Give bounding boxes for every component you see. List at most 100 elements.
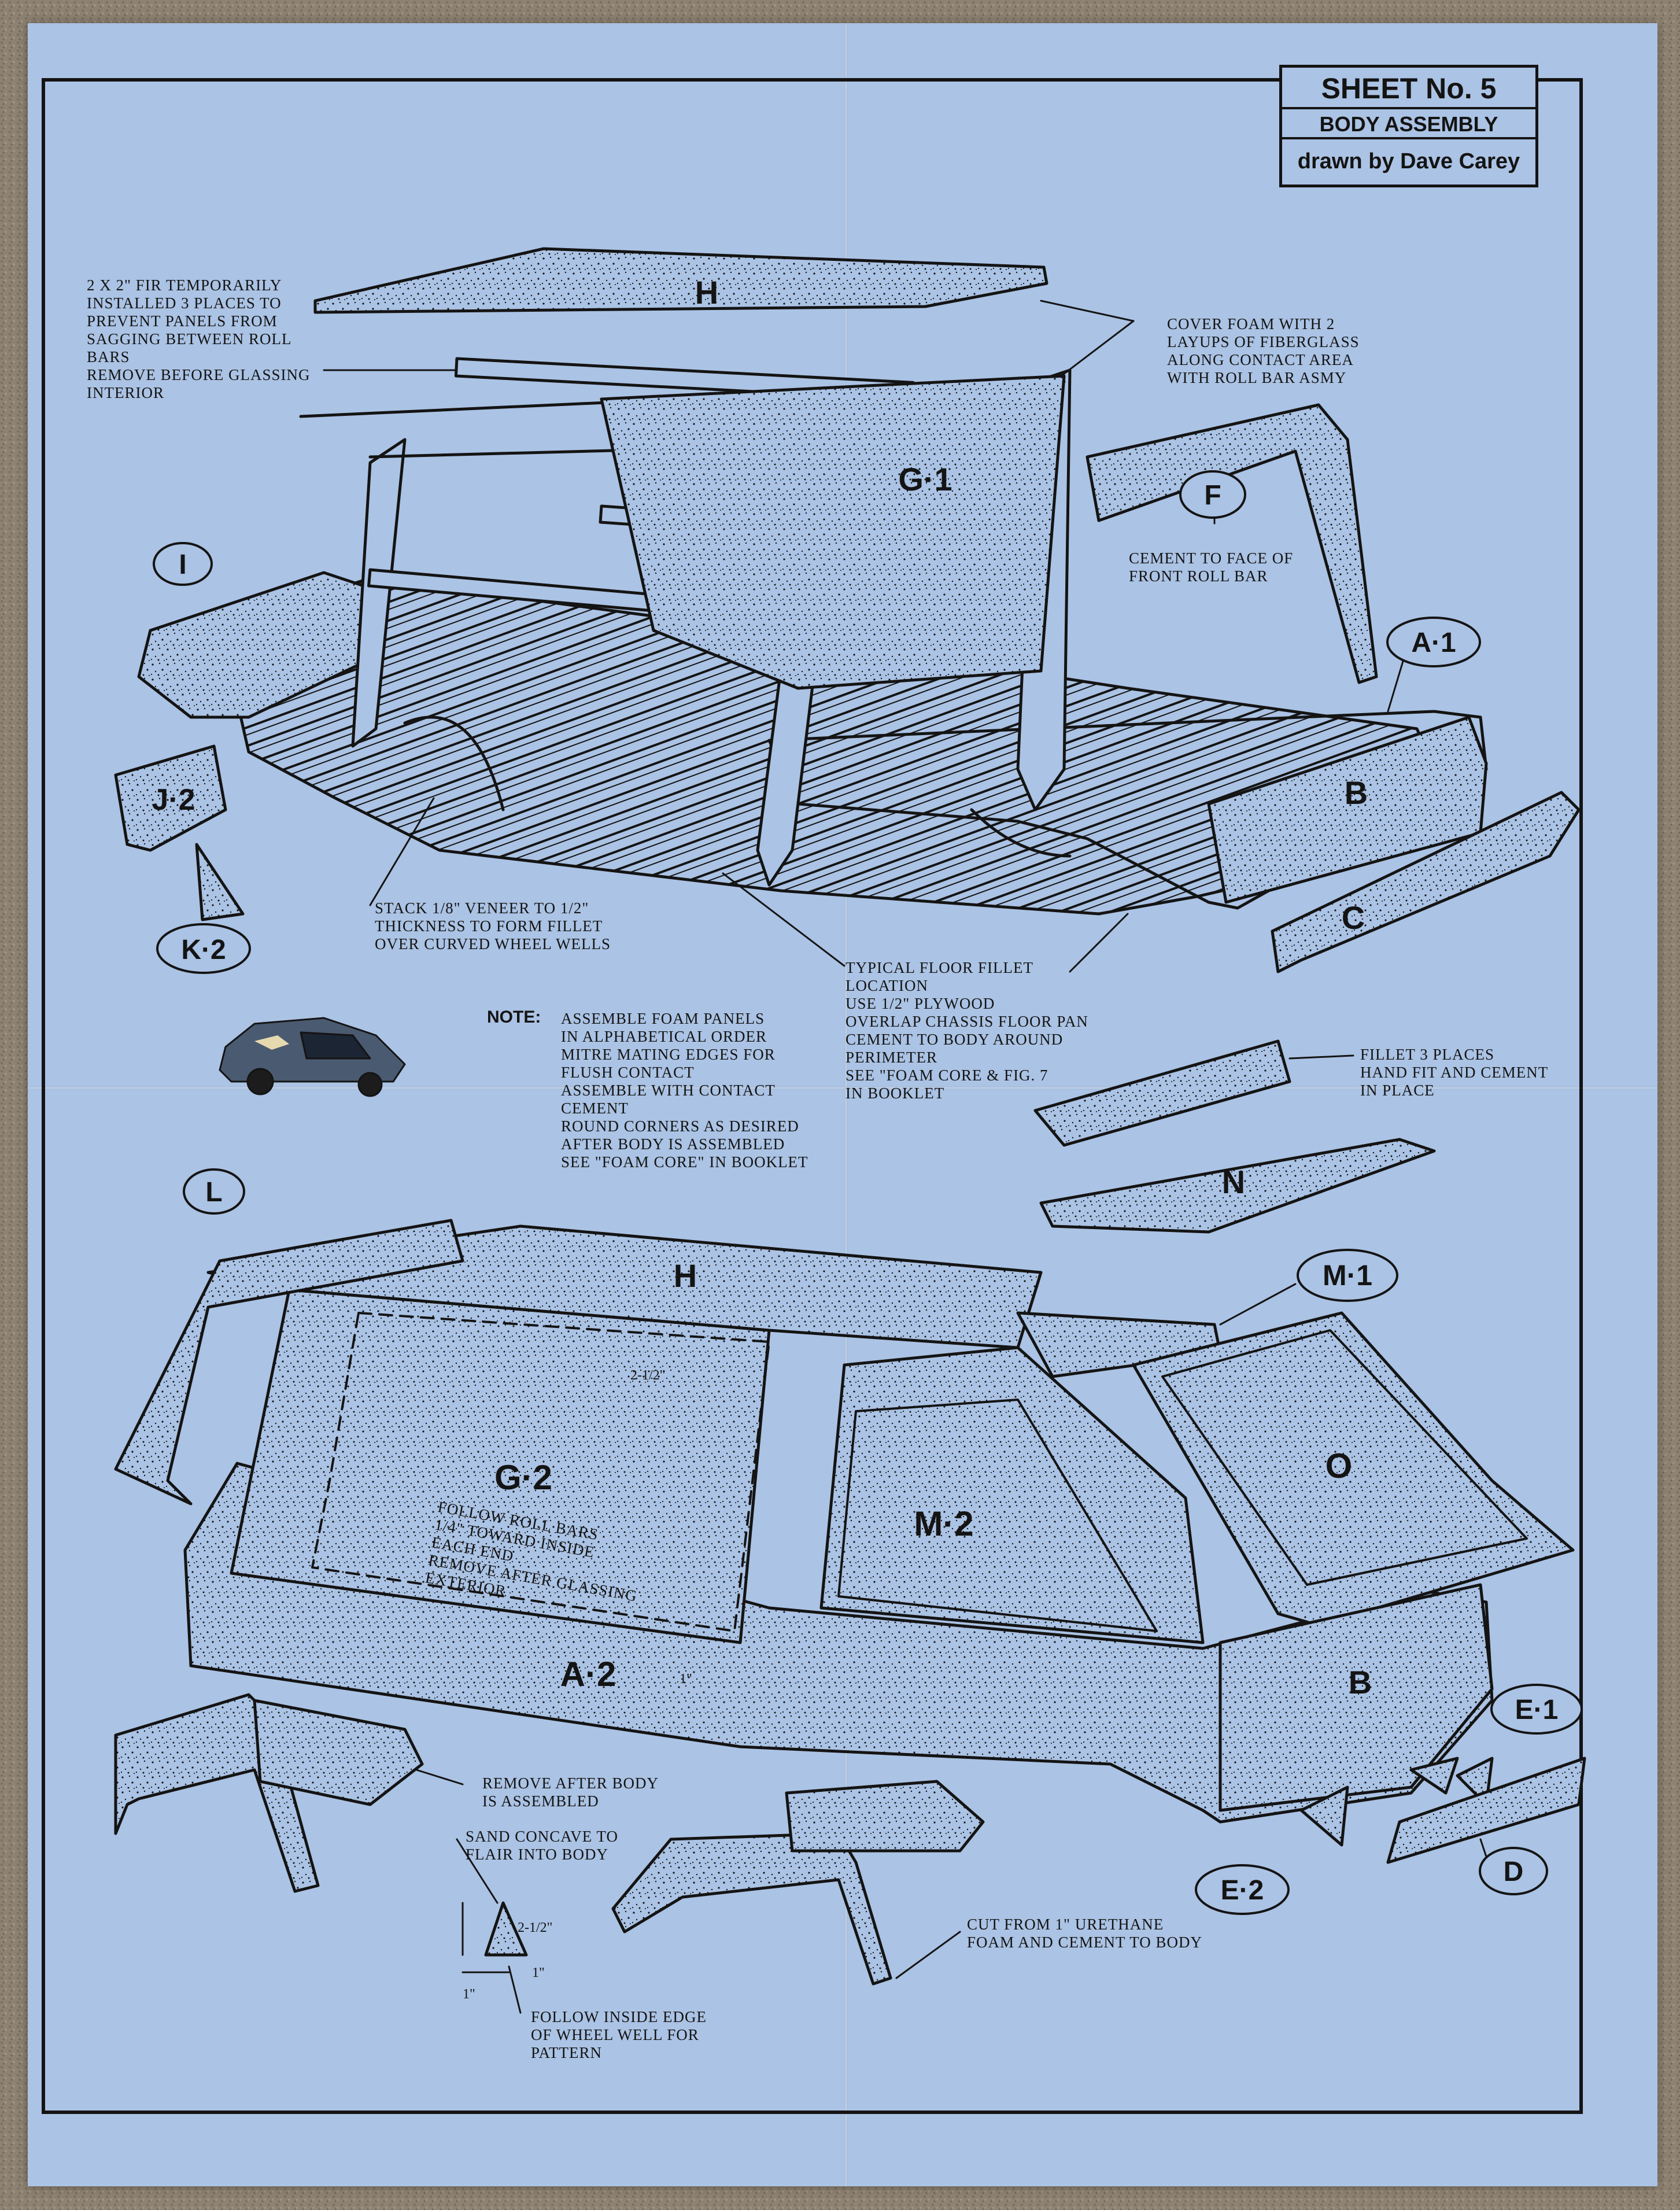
label-k2: K·2 — [181, 935, 226, 965]
front-left-fender — [611, 1832, 892, 1986]
horizontal-fold-crease — [28, 1086, 1657, 1090]
panel-h-top — [313, 247, 1048, 314]
leader-m1 — [1219, 1283, 1297, 1326]
oval-f — [1179, 470, 1246, 519]
leader-sand — [456, 1838, 499, 1904]
label-e1: E·1 — [1515, 1695, 1559, 1725]
oval-e2 — [1195, 1864, 1290, 1915]
label-ovals — [153, 470, 1583, 1915]
dim-2-half-top: 2-1/2" — [630, 1368, 665, 1383]
lower-assembly — [114, 1039, 1586, 2014]
label-j2: J·2 — [152, 783, 195, 817]
panel-n — [1039, 1138, 1436, 1234]
part-letters: H G·1 F I A·1 B J·2 K·2 C L H N M·1 G·2 … — [152, 274, 1558, 1906]
panel-b-bottom — [1219, 1583, 1494, 1812]
sheet-number: SHEET No. 5 — [1282, 68, 1535, 109]
leader-note — [1288, 1054, 1354, 1060]
note-fir-braces: 2 X 2" FIR TEMPORARILY INSTALLED 3 PLACE… — [87, 276, 311, 401]
dim-1-detail-b: 1" — [463, 1987, 475, 2002]
leader-stack — [369, 797, 435, 906]
leader-d — [1479, 1838, 1487, 1858]
sheet-subtitle: BODY ASSEMBLY — [1282, 109, 1535, 139]
leader-remove — [415, 1769, 464, 1785]
label-n: N — [1222, 1164, 1245, 1200]
wheel-detail-profile — [484, 1901, 528, 1957]
leader-typical-2 — [1069, 913, 1129, 973]
leader-typical-1 — [722, 872, 845, 967]
sheet-credit: drawn by Dave Carey — [1297, 149, 1520, 174]
leader-cut — [895, 1931, 961, 1979]
label-f: F — [1204, 480, 1221, 511]
panel-d — [1386, 1757, 1586, 1864]
panel-f — [1085, 403, 1378, 684]
label-a1: A·1 — [1411, 628, 1456, 658]
note-cut-from: CUT FROM 1" URETHANE FOAM AND CEMENT TO … — [967, 1916, 1203, 1951]
rear-roll-bar — [351, 438, 407, 748]
panel-l — [114, 1219, 464, 1506]
label-b-top: B — [1345, 774, 1368, 811]
label-o: O — [1325, 1447, 1353, 1485]
leader-a1 — [1387, 652, 1406, 713]
rear-wheel-well — [403, 715, 505, 811]
dim-1-side: 1" — [680, 1672, 692, 1687]
dim-1-detail-a: 1" — [532, 1965, 545, 1980]
panel-k2 — [195, 843, 245, 921]
panel-c — [1271, 791, 1581, 973]
oval-i — [153, 542, 213, 586]
oval-e1 — [1490, 1684, 1583, 1735]
label-g1: G·1 — [898, 461, 952, 497]
note-fillet-3: FILLET 3 PLACES HAND FIT AND CEMENT IN P… — [1360, 1046, 1549, 1099]
label-m1: M·1 — [1323, 1259, 1372, 1292]
leader-cover-2 — [1060, 320, 1135, 377]
panel-fillet-top — [1033, 1039, 1291, 1147]
label-c: C — [1342, 899, 1365, 936]
panel-j2 — [114, 744, 227, 852]
car-thumbnail — [219, 1017, 406, 1097]
label-h-bottom: H — [674, 1257, 697, 1294]
vertical-fold-crease — [844, 23, 848, 2186]
note-cover-foam: COVER FOAM WITH 2 LAYUPS OF FIBERGLASS A… — [1167, 315, 1360, 386]
panel-b-top — [1207, 715, 1488, 904]
label-b-bottom: B — [1349, 1664, 1372, 1700]
panel-i — [137, 571, 378, 719]
front-wheel-well — [970, 808, 1072, 858]
label-l: L — [205, 1177, 222, 1208]
windshield-inner — [1161, 1329, 1528, 1586]
label-i: I — [179, 549, 186, 580]
dim-2-half-detail: 2-1/2" — [518, 1920, 552, 1935]
dimension-labels: 2-1/2" 1" 2-1/2" 1" 1" — [463, 1368, 692, 2002]
note-label: NOTE: — [487, 1008, 541, 1027]
panel-o — [1132, 1311, 1575, 1627]
label-h-top: H — [695, 274, 718, 311]
oval-l — [183, 1168, 245, 1215]
label-g2: G·2 — [494, 1458, 552, 1497]
oval-a1 — [1386, 617, 1481, 667]
oval-m1 — [1297, 1249, 1398, 1302]
upper-assembly — [114, 247, 1581, 973]
label-d: D — [1504, 1857, 1524, 1887]
panel-a1 — [767, 710, 1488, 910]
leader-follow — [508, 1965, 522, 2014]
window-m2 — [837, 1399, 1158, 1632]
front-fender-flare — [785, 1780, 985, 1853]
note-sand-concave: SAND CONCAVE TO FLAIR INTO BODY — [466, 1828, 619, 1863]
note-stack-veneer: STACK 1/8" VENEER TO 1/2" THICKNESS TO F… — [375, 899, 611, 953]
label-a2: A·2 — [560, 1655, 616, 1694]
note-follow-inside: FOLLOW INSIDE EDGE OF WHEEL WELL FOR PAT… — [531, 2008, 707, 2061]
label-e2: E·2 — [1221, 1875, 1264, 1906]
rear-fender-flare — [253, 1699, 424, 1806]
panel-e1 — [1409, 1757, 1459, 1795]
panel-m2 — [819, 1346, 1205, 1644]
label-m2: M·2 — [914, 1504, 973, 1543]
panel-e2 — [1299, 1785, 1349, 1847]
leader-cover-1 — [1040, 300, 1135, 322]
oval-d — [1479, 1847, 1548, 1895]
note-body: ASSEMBLE FOAM PANELS IN ALPHABETICAL ORD… — [561, 1010, 808, 1171]
roll-bar-outline-dashed — [311, 1312, 770, 1632]
note-remove-after: REMOVE AFTER BODY IS ASSEMBLED — [482, 1774, 659, 1810]
note-typical-floor: TYPICAL FLOOR FILLET LOCATION USE 1/2" P… — [845, 959, 1088, 1102]
title-block: SHEET No. 5 BODY ASSEMBLY drawn by Dave … — [1279, 65, 1538, 187]
oval-k2 — [156, 923, 251, 974]
note-cement-face: CEMENT TO FACE OF FRONT ROLL BAR — [1129, 549, 1294, 585]
